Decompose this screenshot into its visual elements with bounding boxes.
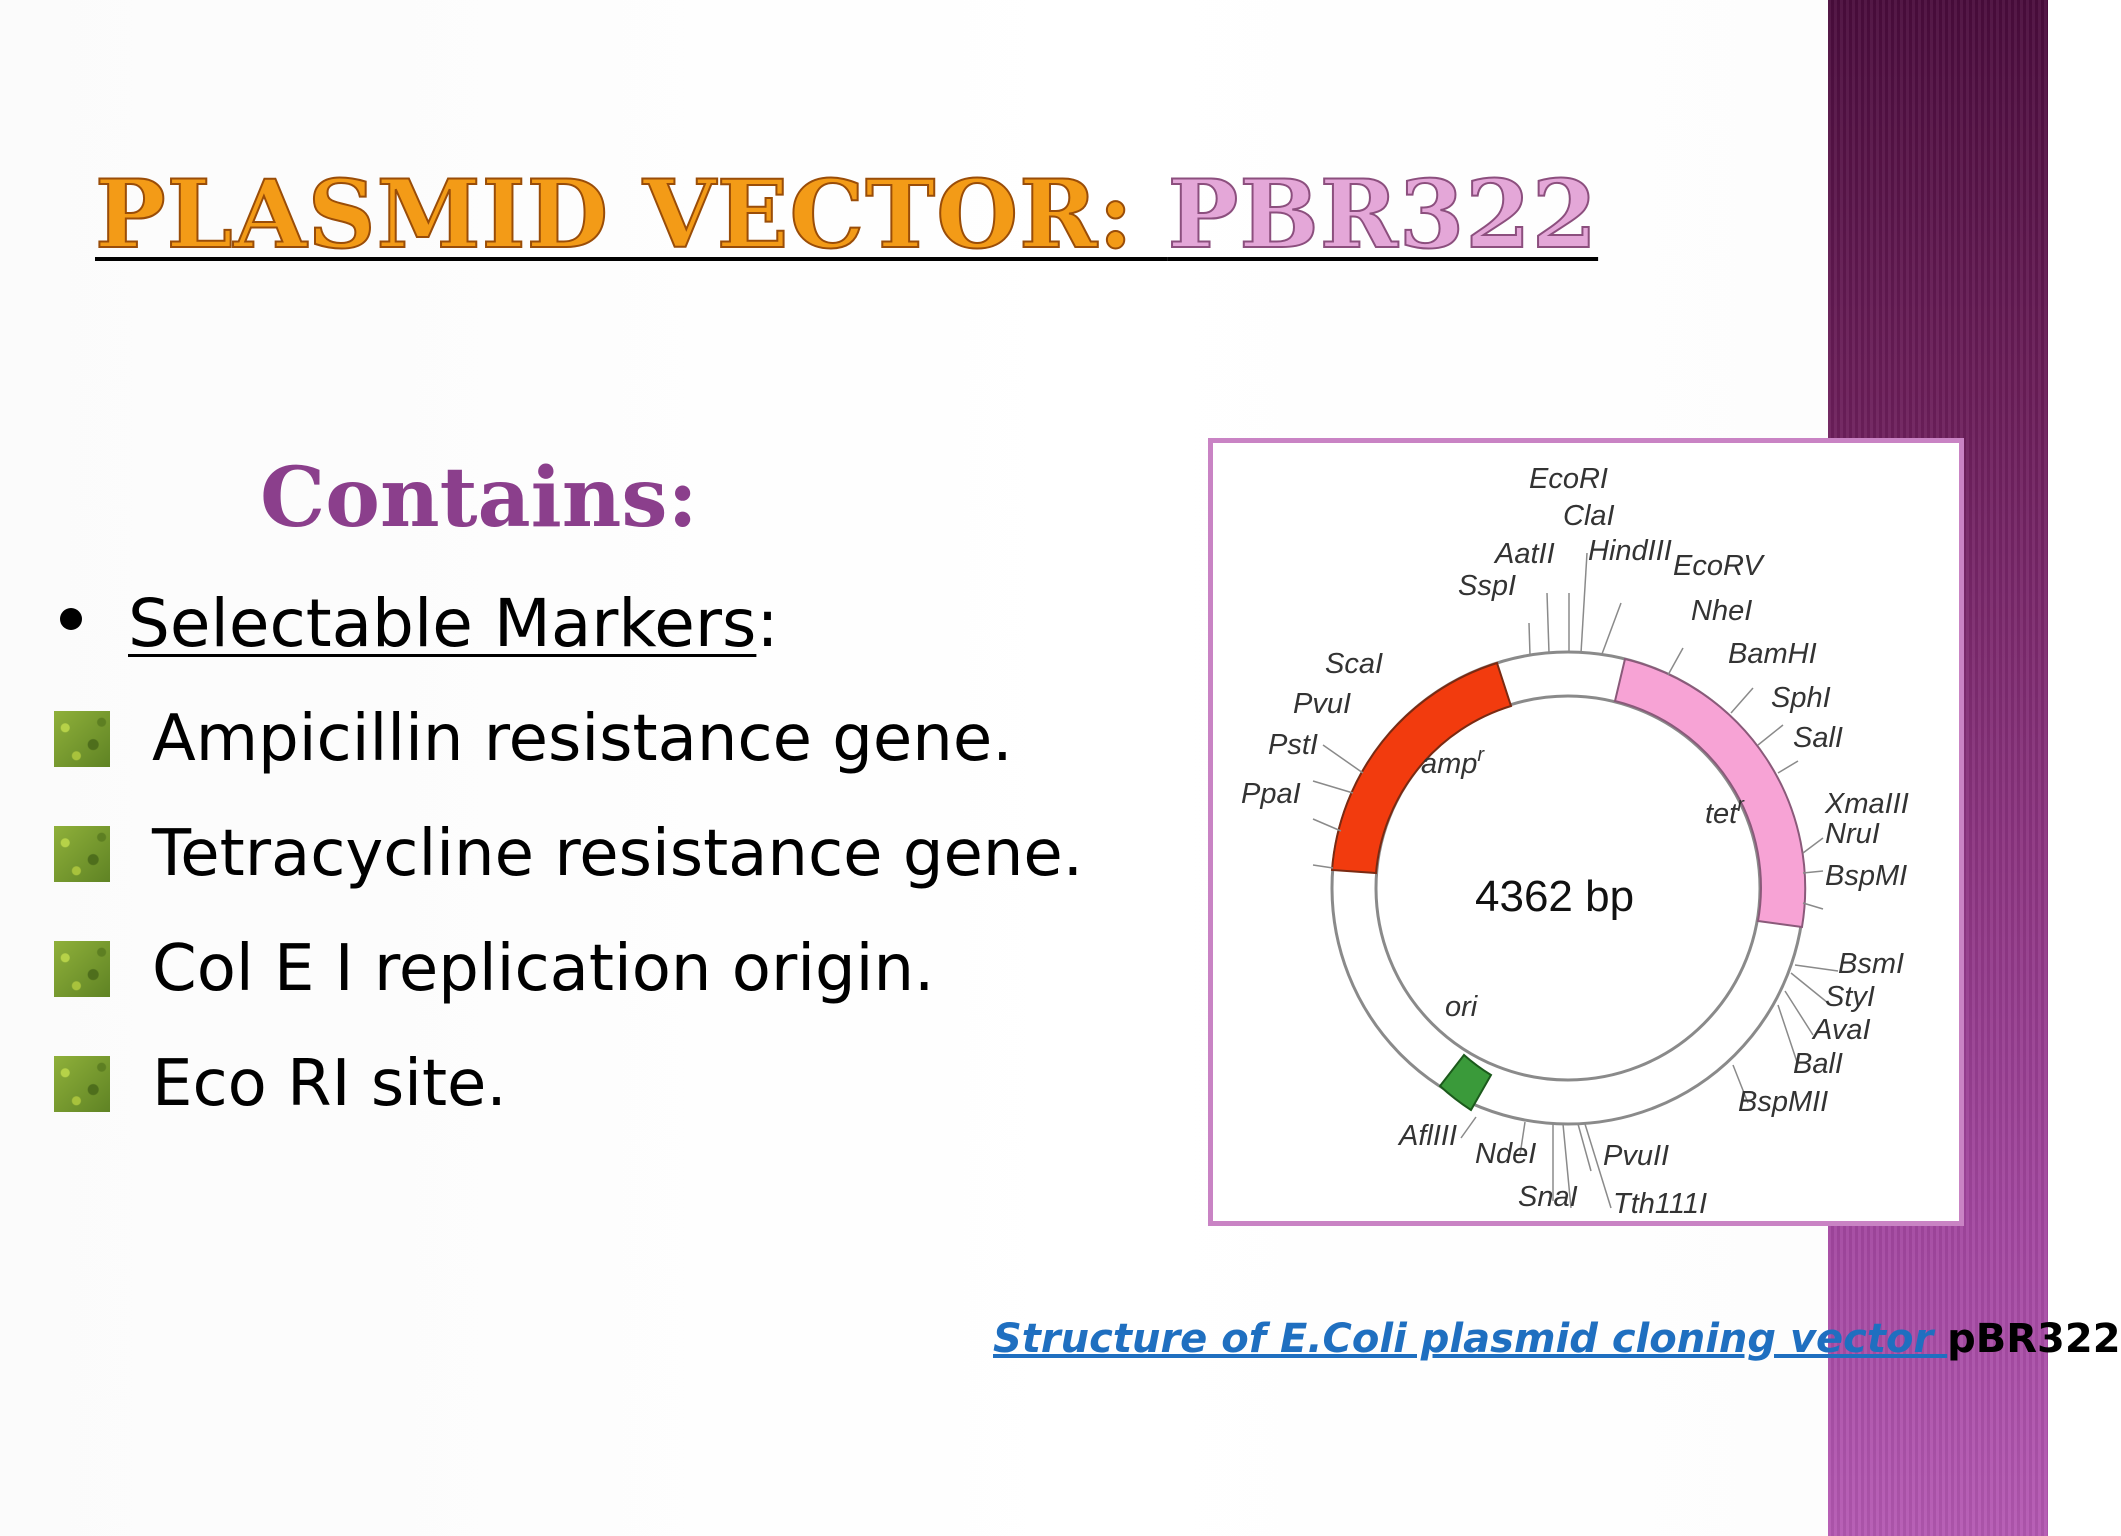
list-item-text: Eco RI site. [152, 1047, 507, 1121]
selectable-markers-colon: : [756, 585, 779, 662]
site-label-bspmii: BspMII [1738, 1086, 1828, 1118]
site-label-aatii: AatII [1493, 538, 1555, 570]
site-label-styi: StyI [1825, 981, 1875, 1013]
list-item: Eco RI site. [54, 1047, 507, 1121]
site-label-ndei: NdeI [1475, 1138, 1536, 1170]
site-tick-lines [1312, 552, 1839, 1209]
site-label-snai: SnaI [1518, 1181, 1578, 1213]
title-part-1: PLASMID VECTOR: [94, 159, 1168, 271]
site-label-nrui: NruI [1825, 818, 1880, 850]
amp-segment-label: ampr [1421, 744, 1485, 780]
site-label-pvui: PvuI [1293, 688, 1351, 720]
site-label-xmaiii: XmaIII [1824, 788, 1909, 820]
green-square-bullet-icon [54, 826, 110, 882]
tet-resistance-segment [1613, 657, 1807, 929]
plasmid-size-label: 4362 bp [1475, 872, 1634, 921]
list-item-text: Tetracycline resistance gene. [152, 817, 1084, 891]
site-label-psti: PstI [1268, 729, 1318, 761]
site-label-bamhi: BamHI [1728, 638, 1817, 670]
site-label-bspmi: BspMI [1825, 860, 1907, 892]
caption-suffix: pBR322 [1947, 1316, 2121, 1362]
list-item: Ampicillin resistance gene. [54, 702, 1013, 776]
list-item-text: Ampicillin resistance gene. [152, 702, 1013, 776]
site-label-ecori: EcoRI [1529, 463, 1608, 495]
site-label-tth111i: Tth111I [1613, 1188, 1707, 1220]
site-label-bsmi: BsmI [1838, 948, 1904, 980]
selectable-markers-bullet: Selectable Markers: [60, 585, 779, 662]
green-square-bullet-icon [54, 1056, 110, 1112]
site-label-ppai: PpaI [1241, 778, 1301, 810]
site-label-bali: BalI [1793, 1048, 1843, 1080]
figure-caption: Structure of E.Coli plasmid cloning vect… [993, 1316, 2121, 1362]
tet-segment-label: tetr [1705, 794, 1745, 830]
site-label-clai: ClaI [1563, 500, 1615, 532]
site-label-ecorv: EcoRV [1673, 550, 1765, 582]
bullet-dot-icon [60, 608, 82, 630]
amp-resistance-segment [1330, 661, 1513, 875]
site-label-sphi: SphI [1771, 682, 1831, 714]
site-label-nhei: NheI [1691, 595, 1752, 627]
slide-title: PLASMID VECTOR: PBR322 [94, 159, 1599, 271]
selectable-markers-label: Selectable Markers [128, 585, 757, 662]
plasmid-map: EcoRI ClaI AatII HindIII EcoRV SspI NheI… [1241, 463, 1909, 1220]
plasmid-map-frame: EcoRI ClaI AatII HindIII EcoRV SspI NheI… [1208, 438, 1964, 1226]
site-label-sali: SalI [1793, 722, 1843, 754]
ori-segment [1438, 1053, 1493, 1112]
green-square-bullet-icon [54, 941, 110, 997]
site-label-afliii: AflIII [1397, 1120, 1457, 1152]
green-square-bullet-icon [54, 711, 110, 767]
site-label-avai: AvaI [1811, 1014, 1871, 1046]
site-label-hindiii: HindIII [1588, 535, 1672, 567]
site-label-pvuii: PvuII [1603, 1140, 1669, 1172]
list-item: Tetracycline resistance gene. [54, 817, 1083, 891]
contains-heading: Contains: [260, 450, 698, 546]
title-part-2: PBR322 [1167, 159, 1599, 271]
site-label-scai: ScaI [1325, 648, 1383, 680]
ori-segment-label: ori [1445, 991, 1479, 1023]
caption-link[interactable]: Structure of E.Coli plasmid cloning vect… [993, 1316, 1948, 1362]
list-item: Col E I replication origin. [54, 932, 934, 1006]
site-label-sspi: SspI [1458, 570, 1516, 602]
list-item-text: Col E I replication origin. [152, 932, 935, 1006]
